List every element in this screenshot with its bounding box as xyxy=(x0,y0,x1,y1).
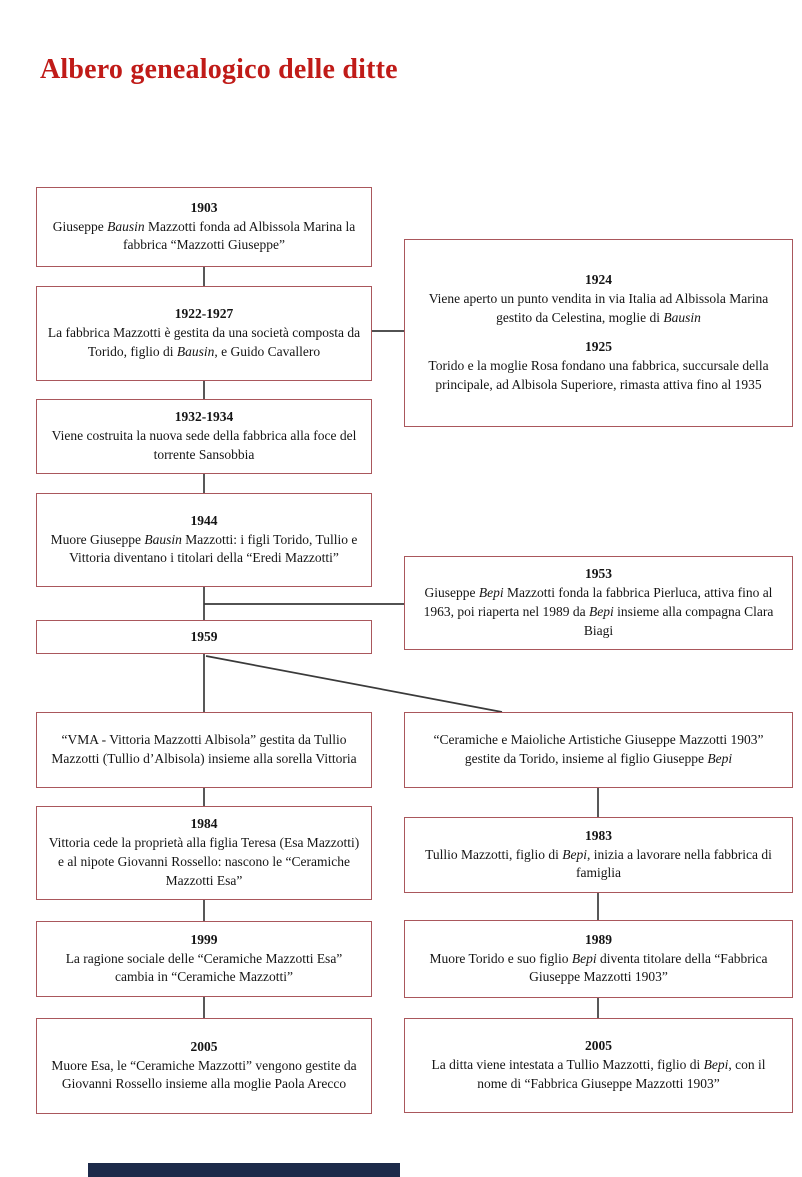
box-text: Giuseppe Bepi Mazzotti fonda la fabbrica… xyxy=(423,585,774,638)
box-text: Viene aperto un punto vendita in via Ita… xyxy=(428,291,769,326)
box-year: 1922-1927 xyxy=(174,306,234,322)
footer-bar xyxy=(88,1163,400,1177)
timeline-box-1903: 1903 Giuseppe Bausin Mazzotti fonda ad A… xyxy=(36,187,372,267)
timeline-box-1924-1925: 1924 Viene aperto un punto vendita in vi… xyxy=(404,239,793,427)
timeline-box-1989: 1989 Muore Torido e suo figlio Bepi dive… xyxy=(404,920,793,998)
box-year: 1903 xyxy=(190,199,218,215)
timeline-box-1983: 1983 Tullio Mazzotti, figlio di Bepi, in… xyxy=(404,817,793,893)
timeline-box-ceramiche-maioliche: “Ceramiche e Maioliche Artistiche Giusep… xyxy=(404,712,793,788)
box-year: 1983 xyxy=(585,827,612,843)
box-text: La fabbrica Mazzotti è gestita da una so… xyxy=(47,325,361,359)
timeline-box-1932-1934: 1932-1934 Viene costruita la nuova sede … xyxy=(36,399,372,474)
box-text: Giuseppe Bausin Mazzotti fonda ad Albiss… xyxy=(52,218,356,253)
timeline-box-1944: 1944 Muore Giuseppe Bausin Mazzotti: i f… xyxy=(36,493,372,587)
box-year: 1953 xyxy=(585,566,612,582)
box-year: 2005 xyxy=(585,1038,612,1054)
box-year: 2005 xyxy=(190,1038,218,1054)
timeline-box-1953: 1953 Giuseppe Bepi Mazzotti fonda la fab… xyxy=(404,556,793,650)
box-text: Tullio Mazzotti, figlio di Bepi, inizia … xyxy=(425,846,772,881)
box-year: 1984 xyxy=(190,816,218,832)
timeline-box-1999: 1999 La ragione sociale delle “Ceramiche… xyxy=(36,921,372,997)
timeline-entry-1924: 1924 Viene aperto un punto vendita in vi… xyxy=(415,271,782,328)
box-year: 1932-1934 xyxy=(174,409,234,425)
timeline-box-2005-right: 2005 La ditta viene intestata a Tullio M… xyxy=(404,1018,793,1113)
timeline-entry-1925: 1925 Torido e la moglie Rosa fondano una… xyxy=(415,338,782,395)
timeline-box-1922-1927: 1922-1927 La fabbrica Mazzotti è gestita… xyxy=(36,286,372,381)
timeline-box-vma: “VMA - Vittoria Mazzotti Albisola” gesti… xyxy=(36,712,372,788)
box-year: 1959 xyxy=(190,628,218,644)
box-year: 1999 xyxy=(190,931,218,947)
timeline-box-2005-left: 2005 Muore Esa, le “Ceramiche Mazzotti” … xyxy=(36,1018,372,1114)
box-text: Muore Torido e suo figlio Bepi diventa t… xyxy=(429,950,768,985)
box-text: Viene costruita la nuova sede della fabb… xyxy=(51,428,357,462)
box-year: 1924 xyxy=(585,272,612,288)
box-text: Vittoria cede la proprietà alla figlia T… xyxy=(48,835,360,888)
box-text: La ditta viene intestata a Tullio Mazzot… xyxy=(431,1057,766,1091)
box-text: Muore Giuseppe Bausin Mazzotti: i figli … xyxy=(50,531,358,566)
box-year: 1989 xyxy=(585,931,612,947)
timeline-box-1984: 1984 Vittoria cede la proprietà alla fig… xyxy=(36,806,372,900)
timeline-box-1959: 1959 xyxy=(36,620,372,654)
box-text: “Ceramiche e Maioliche Artistiche Giusep… xyxy=(433,732,764,766)
page-title: Albero genealogico delle ditte xyxy=(40,54,398,85)
box-text: La ragione sociale delle “Ceramiche Mazz… xyxy=(65,950,343,985)
box-text: Muore Esa, le “Ceramiche Mazzotti” vengo… xyxy=(51,1057,357,1092)
box-year: 1925 xyxy=(585,339,612,354)
box-text: Torido e la moglie Rosa fondano una fabb… xyxy=(428,357,769,392)
box-year: 1944 xyxy=(190,512,218,528)
box-text: “VMA - Vittoria Mazzotti Albisola” gesti… xyxy=(51,732,357,766)
